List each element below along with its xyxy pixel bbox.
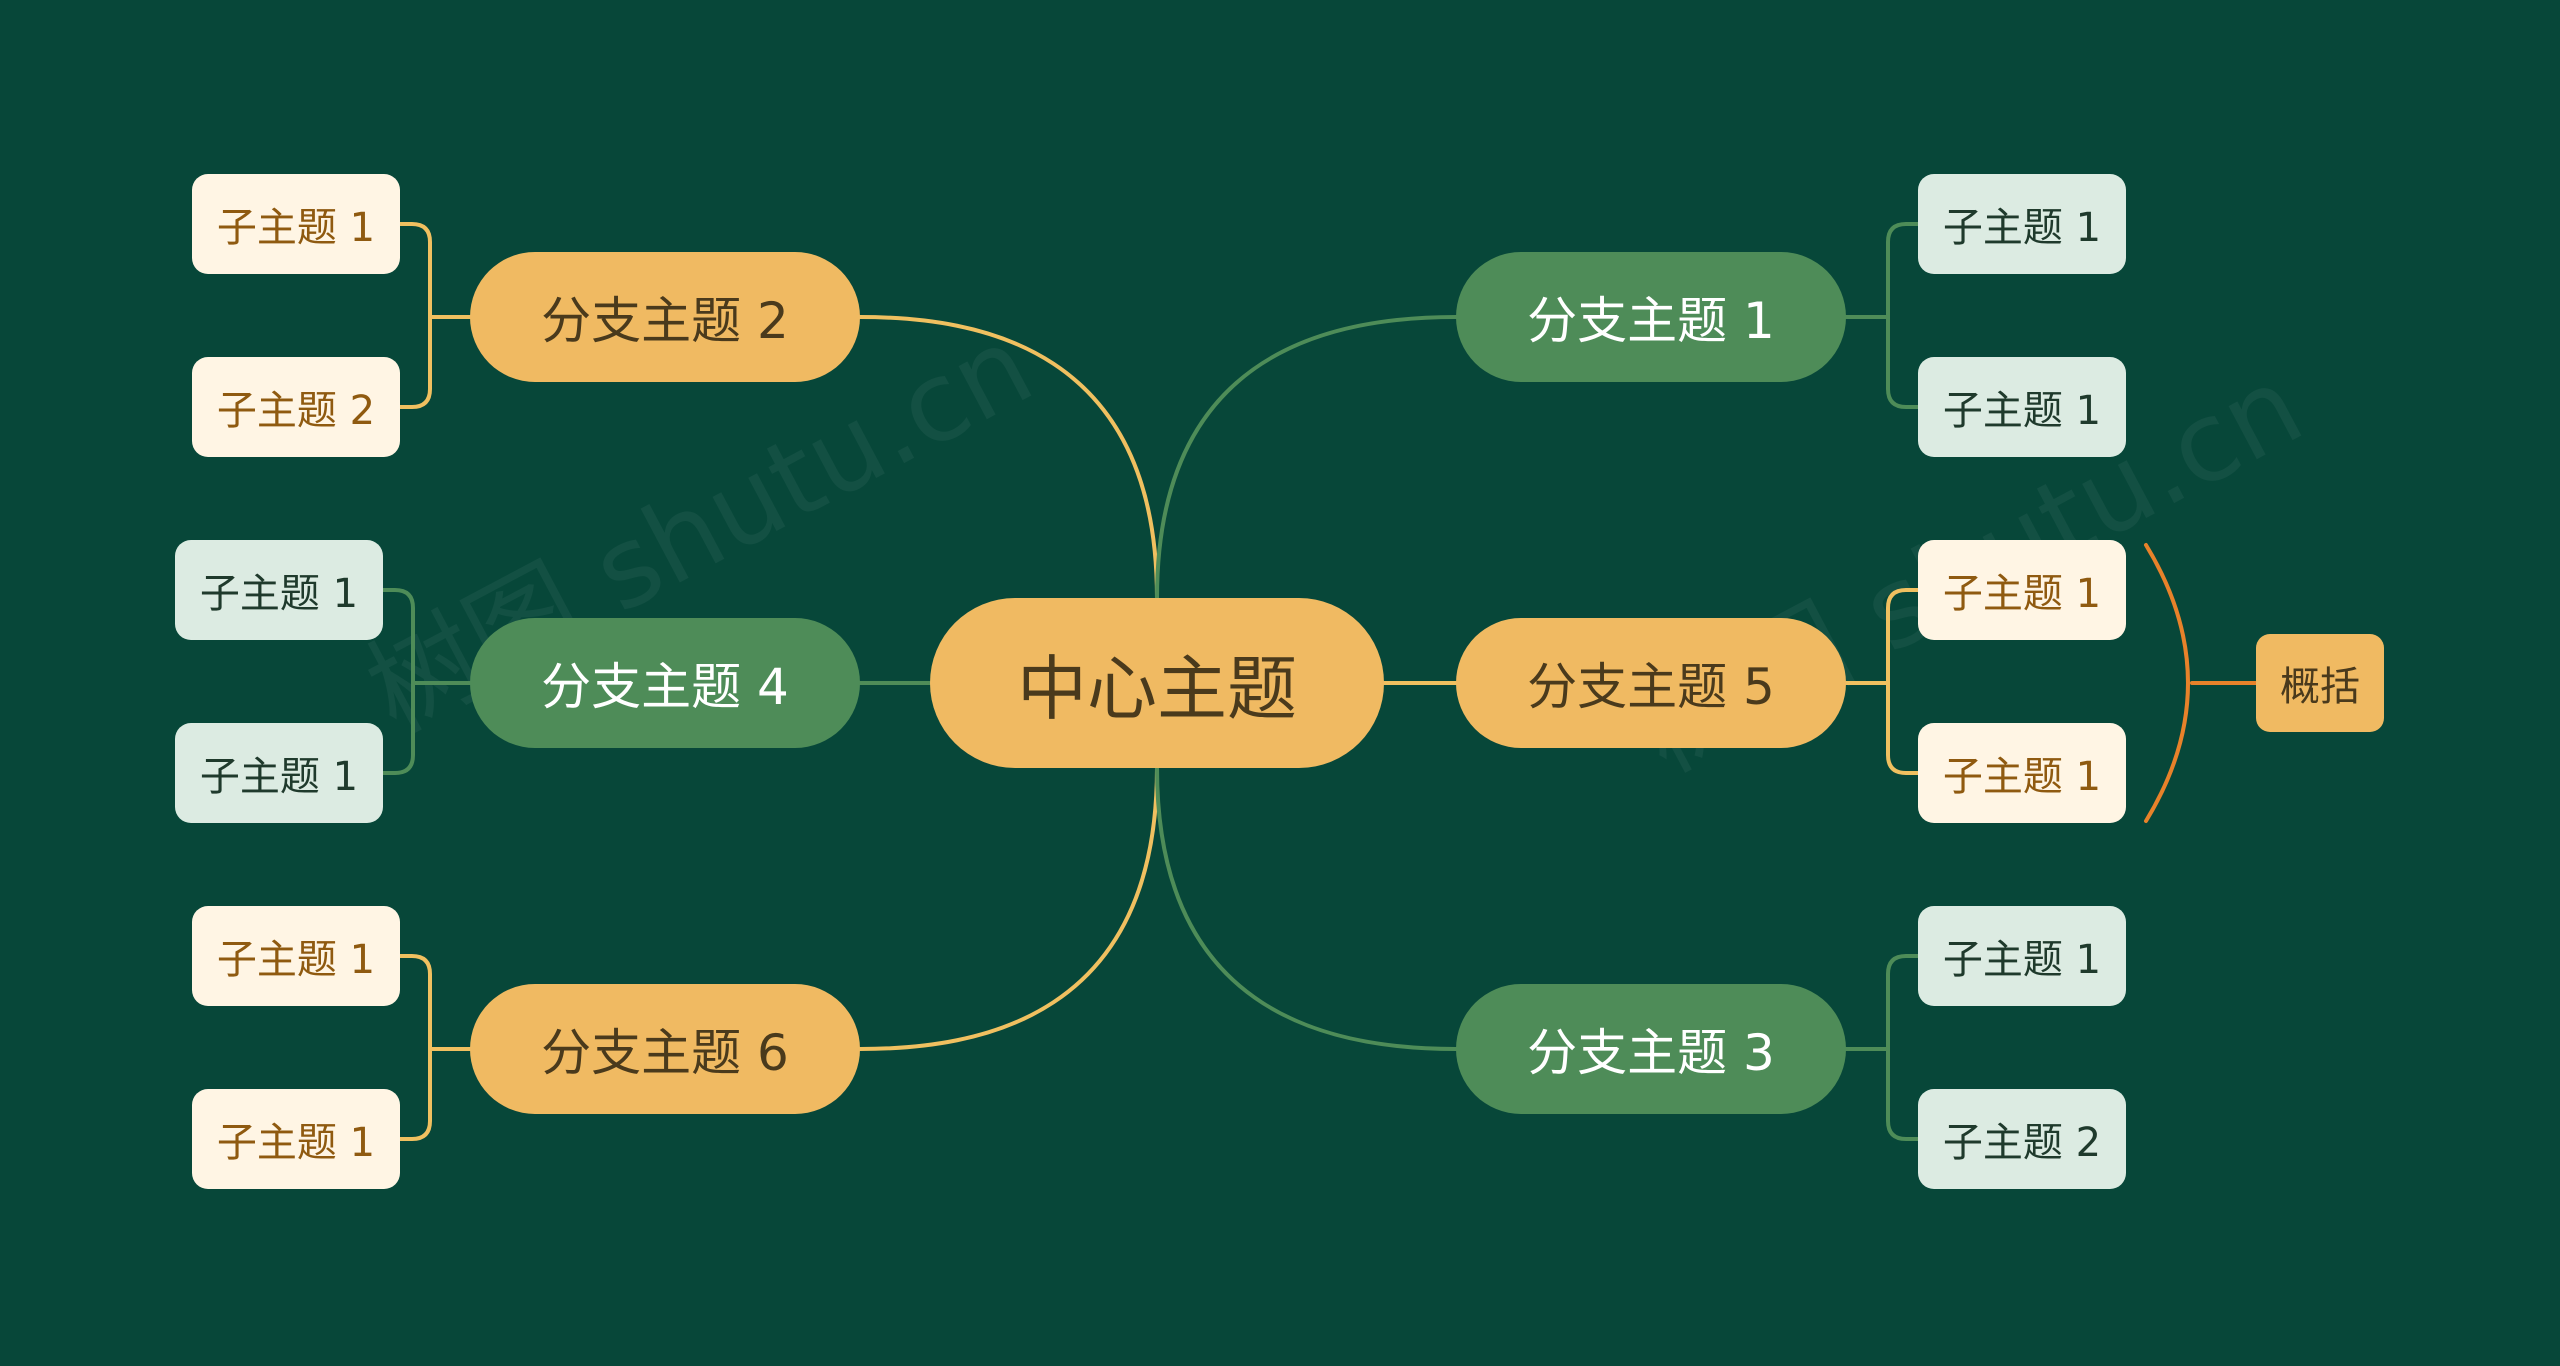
subtopic[interactable]: 子主题 1 (175, 540, 383, 640)
subtopic-connector (398, 954, 472, 1051)
subtopic[interactable]: 子主题 1 (1918, 540, 2126, 640)
branch-connector (858, 315, 1159, 600)
subtopic-connector (1844, 222, 1920, 319)
branch-topic-6[interactable]: 分支主题 6 (470, 984, 860, 1114)
subtopic-connector (1844, 588, 1920, 685)
subtopic-connector (1844, 1047, 1920, 1141)
subtopic-connector (381, 588, 472, 685)
subtopic[interactable]: 子主题 1 (192, 174, 400, 274)
branch-connector (1155, 315, 1458, 600)
summary-bracket (2144, 543, 2190, 823)
branch-connector (1155, 766, 1458, 1051)
central-topic[interactable]: 中心主题 (930, 598, 1384, 768)
subtopic-connector (381, 681, 472, 775)
subtopic-connector (398, 222, 472, 319)
branch-topic-5[interactable]: 分支主题 5 (1456, 618, 1846, 748)
subtopic[interactable]: 子主题 1 (192, 1089, 400, 1189)
subtopic-connector (1844, 681, 1920, 775)
branch-topic-4[interactable]: 分支主题 4 (470, 618, 860, 748)
subtopic-connector (1844, 315, 1920, 409)
branch-topic-1[interactable]: 分支主题 1 (1456, 252, 1846, 382)
branch-connector (858, 766, 1159, 1051)
summary-topic[interactable]: 概括 (2256, 634, 2384, 732)
subtopic[interactable]: 子主题 1 (192, 906, 400, 1006)
subtopic-connector (398, 1047, 472, 1141)
subtopic[interactable]: 子主题 2 (192, 357, 400, 457)
branch-topic-2[interactable]: 分支主题 2 (470, 252, 860, 382)
subtopic[interactable]: 子主题 1 (175, 723, 383, 823)
branch-topic-3[interactable]: 分支主题 3 (1456, 984, 1846, 1114)
subtopic[interactable]: 子主题 1 (1918, 174, 2126, 274)
subtopic[interactable]: 子主题 2 (1918, 1089, 2126, 1189)
subtopic-connector (398, 315, 472, 409)
subtopic[interactable]: 子主题 1 (1918, 357, 2126, 457)
subtopic[interactable]: 子主题 1 (1918, 906, 2126, 1006)
subtopic[interactable]: 子主题 1 (1918, 723, 2126, 823)
subtopic-connector (1844, 954, 1920, 1051)
